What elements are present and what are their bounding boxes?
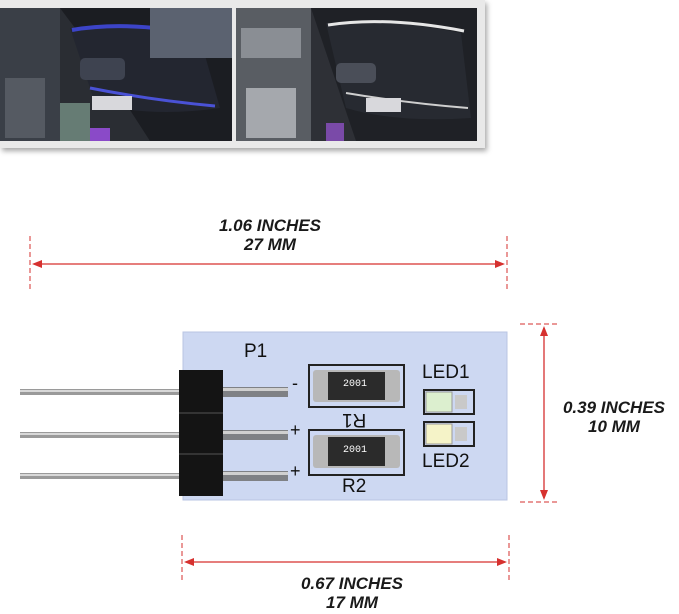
resistor-label-r1: R1 (342, 409, 367, 430)
right-dimension-mm: 10 MM (588, 417, 640, 436)
resistor-label-r2: R2 (342, 476, 367, 497)
pin1-polarity-sign: - (292, 373, 298, 393)
right-dimension-arrow (520, 323, 560, 503)
bottom-dimension-arrow (181, 535, 510, 580)
header-pin-1 (20, 389, 190, 395)
top-dimension-inches: 1.06 INCHES (218, 216, 322, 235)
car-door-white-ambient-photo (236, 8, 477, 141)
led-label-led1: LED1 (422, 362, 470, 383)
product-photo-strip (0, 0, 485, 148)
top-dimension-mm: 27 MM (244, 235, 296, 254)
led-pcb-board (20, 331, 508, 501)
resistor-r1-code: 2001 (343, 379, 368, 390)
header-label-p1: P1 (244, 341, 268, 362)
header-pin-2 (20, 432, 190, 438)
led-label-led2: LED2 (422, 451, 470, 472)
right-dimension-inches: 0.39 INCHES (562, 398, 666, 417)
car-door-blue-ambient-photo (0, 8, 232, 141)
resistor-r2-code: 2001 (343, 445, 368, 456)
bottom-dimension-inches: 0.67 INCHES (300, 574, 404, 593)
header-pin-3 (20, 473, 190, 479)
pin3-polarity-sign: + (290, 461, 301, 481)
top-dimension-arrow (29, 236, 508, 292)
pin2-polarity-sign: + (290, 420, 301, 440)
bottom-dimension-mm: 17 MM (326, 593, 378, 612)
